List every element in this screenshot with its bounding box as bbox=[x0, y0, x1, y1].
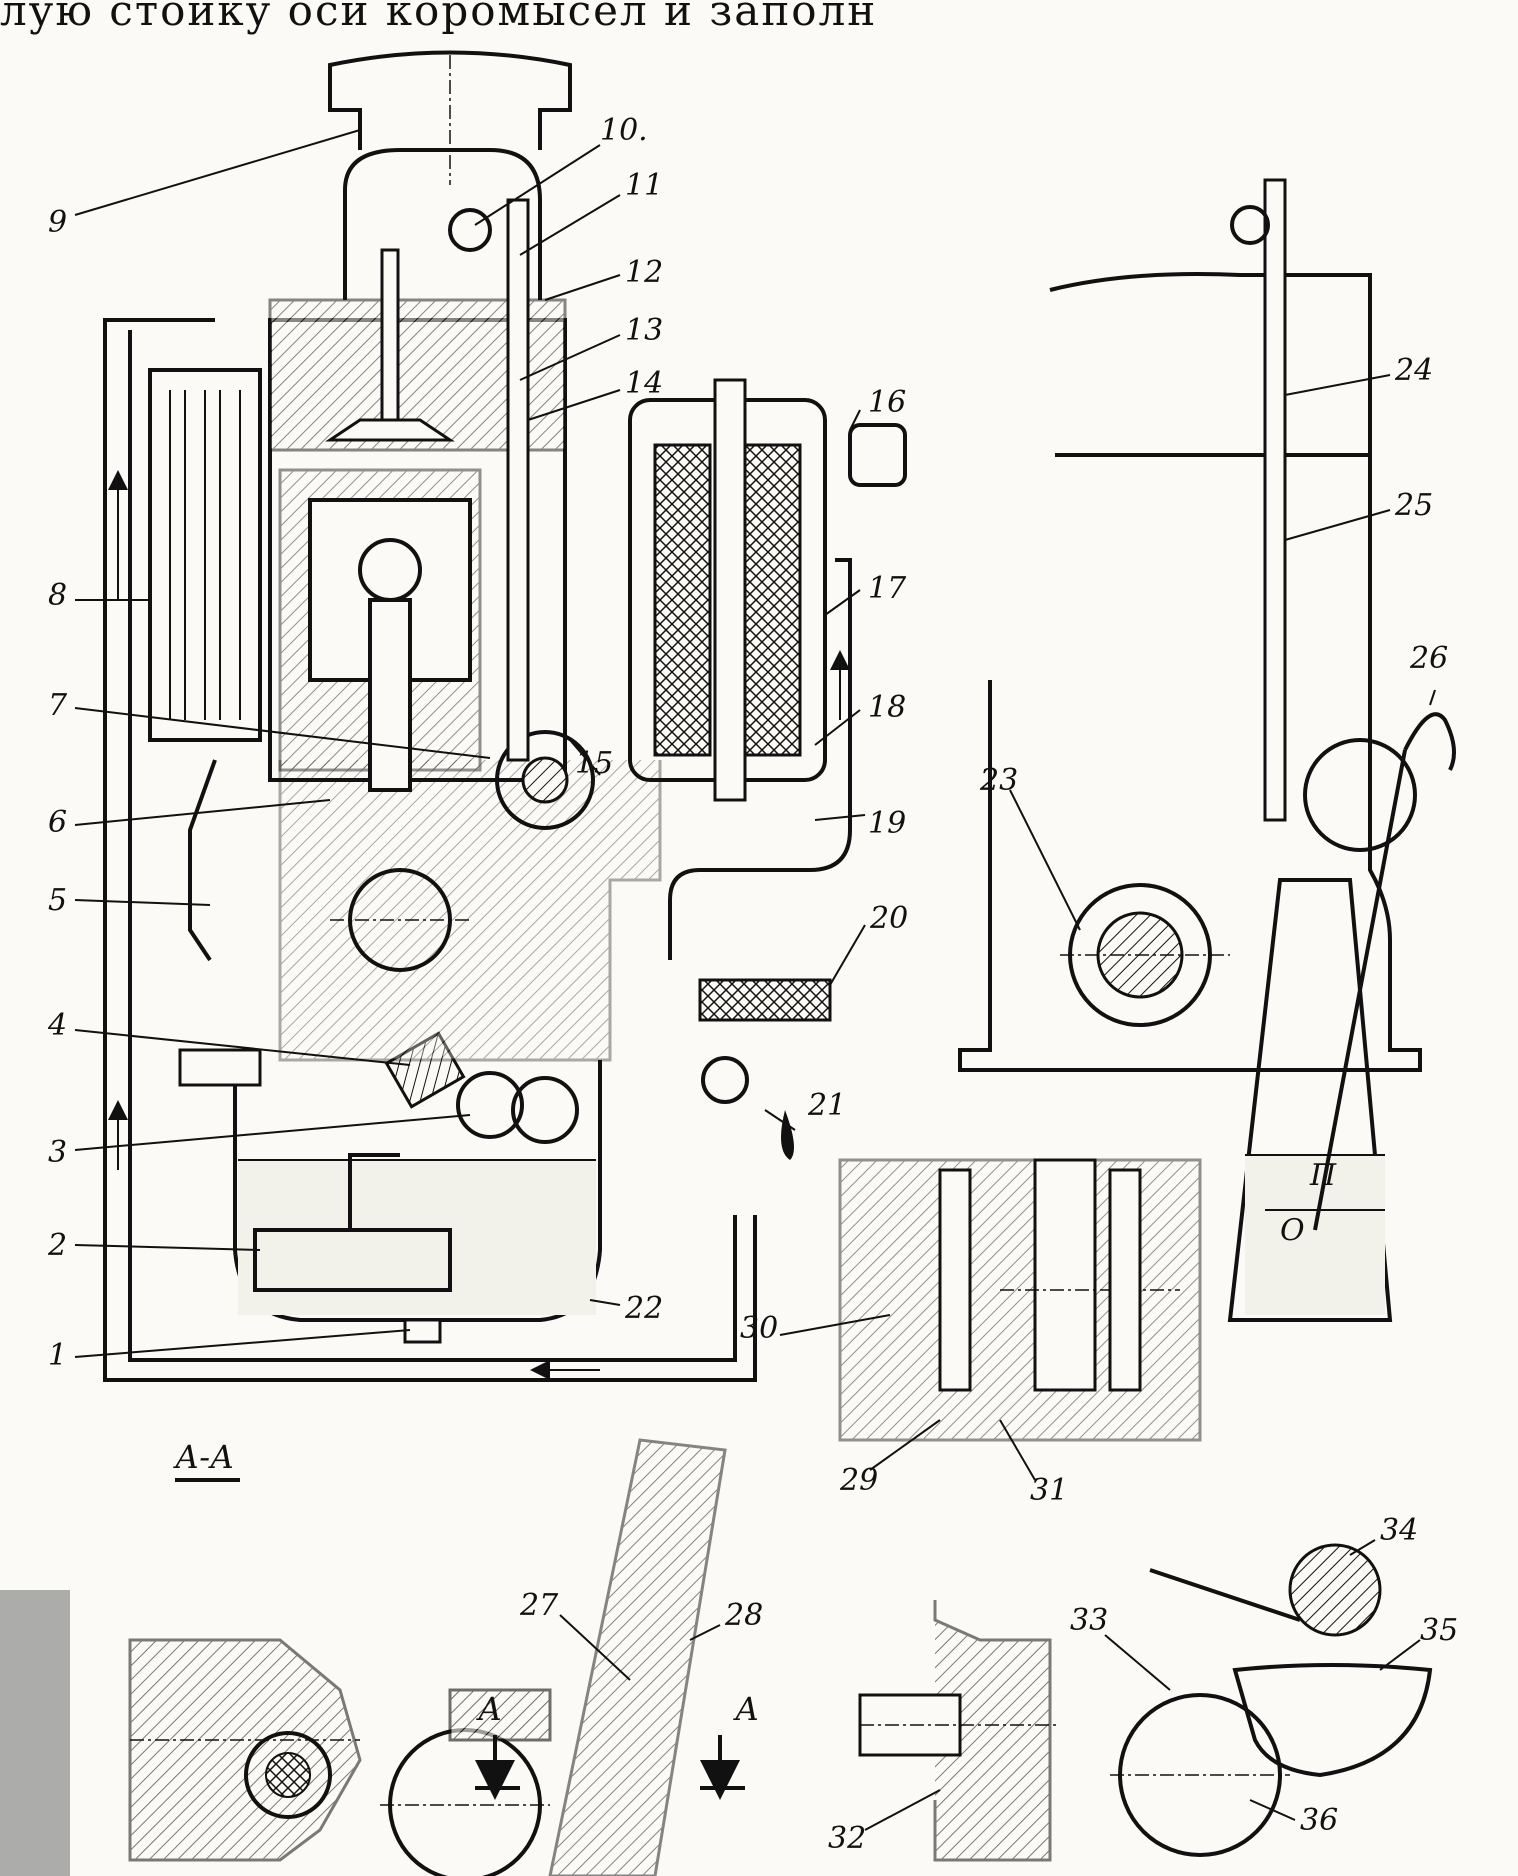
cooler-hose bbox=[188, 759, 217, 962]
oil-pressure-sensor bbox=[848, 423, 907, 487]
section-marker-a-left: А bbox=[476, 1690, 502, 1728]
section-title-a-a: А-А bbox=[173, 1438, 234, 1476]
label-25: 25 bbox=[1394, 488, 1433, 523]
connecting-rod bbox=[368, 598, 412, 792]
crankpin bbox=[1033, 1158, 1097, 1392]
label-32: 32 bbox=[828, 1821, 866, 1856]
valve bbox=[380, 248, 400, 442]
label-26: 26 bbox=[1409, 641, 1448, 676]
drain-cock bbox=[701, 1056, 749, 1104]
rod-section bbox=[548, 1438, 727, 1876]
connecting-rod-detail bbox=[838, 1158, 1202, 1442]
label-11: 11 bbox=[625, 168, 663, 203]
bearing-section bbox=[244, 1731, 332, 1819]
gear-detail-32 bbox=[858, 1600, 1060, 1862]
label-35: 35 bbox=[1420, 1613, 1458, 1648]
label-33: 33 bbox=[1070, 1603, 1108, 1638]
label-2: 2 bbox=[47, 1228, 67, 1263]
cooler-cock bbox=[178, 1048, 262, 1087]
header-text: лую стойку оси коромысел и заполн bbox=[0, 0, 878, 35]
label-18: 18 bbox=[868, 690, 906, 725]
label-5: 5 bbox=[48, 883, 67, 918]
drain-plug bbox=[403, 1318, 442, 1344]
oil-channel bbox=[1263, 178, 1287, 822]
filter-feed-line bbox=[668, 558, 852, 960]
relief-valve bbox=[698, 978, 832, 1022]
label-20: 20 bbox=[869, 901, 908, 936]
label-12: 12 bbox=[625, 255, 663, 290]
oil-filler-cap bbox=[328, 50, 572, 150]
dipstick bbox=[1313, 749, 1407, 1231]
leader-lines bbox=[74, 129, 1436, 1831]
pushrod bbox=[506, 198, 530, 762]
rocker-detail bbox=[380, 1438, 745, 1876]
label-31: 31 bbox=[1030, 1473, 1068, 1508]
rocker-shaft bbox=[448, 208, 492, 252]
label-23: 23 bbox=[979, 763, 1018, 798]
label-8: 8 bbox=[48, 578, 67, 613]
label-17: 17 bbox=[868, 571, 907, 606]
label-27: 27 bbox=[519, 1588, 559, 1623]
label-28: 28 bbox=[724, 1598, 763, 1633]
section-a-a bbox=[128, 1478, 362, 1862]
label-6: 6 bbox=[48, 805, 67, 840]
rocker-shaft-support bbox=[1230, 205, 1270, 245]
label-29: 29 bbox=[839, 1463, 878, 1498]
pump-gear-1 bbox=[456, 1071, 524, 1139]
label-14: 14 bbox=[625, 366, 663, 401]
dipstick-mark-lower: О bbox=[1280, 1213, 1305, 1248]
label-9: 9 bbox=[48, 205, 67, 240]
oil-strainer bbox=[253, 1228, 452, 1292]
label-30: 30 bbox=[740, 1311, 778, 1346]
filter-rotor-axis bbox=[713, 378, 747, 802]
part-labels: 9 10. 11 12 13 14 16 17 18 19 20 15 8 7 … bbox=[47, 113, 1458, 1856]
scan-shadow bbox=[0, 1590, 70, 1876]
section-marker-a-right: А bbox=[733, 1690, 759, 1728]
label-22: 22 bbox=[624, 1291, 663, 1326]
oil-cooler bbox=[148, 368, 262, 742]
main-engine-section bbox=[103, 50, 907, 1382]
label-15: 15 bbox=[575, 746, 613, 781]
label-4: 4 bbox=[47, 1008, 67, 1043]
label-36: 36 bbox=[1300, 1803, 1338, 1838]
shaft-34 bbox=[1288, 1543, 1382, 1637]
label-10: 10. bbox=[600, 113, 648, 148]
label-19: 19 bbox=[868, 806, 906, 841]
counterweight-35 bbox=[1232, 1663, 1433, 1778]
right-engine-section bbox=[958, 178, 1456, 1322]
label-24: 24 bbox=[1394, 353, 1433, 388]
label-21: 21 bbox=[807, 1088, 846, 1123]
dipstick-mark-upper: П bbox=[1309, 1158, 1337, 1193]
label-34: 34 bbox=[1380, 1513, 1418, 1548]
crank-cheek bbox=[388, 1728, 542, 1876]
rocker-cover bbox=[343, 148, 542, 300]
camshaft bbox=[495, 730, 595, 830]
label-7: 7 bbox=[48, 688, 68, 723]
camshaft-bearing bbox=[1303, 738, 1417, 852]
label-1: 1 bbox=[48, 1338, 67, 1373]
pump-gear-2 bbox=[511, 1076, 579, 1144]
gear-detail-33-36 bbox=[1110, 1543, 1433, 1857]
label-3: 3 bbox=[48, 1135, 67, 1170]
label-13: 13 bbox=[625, 313, 663, 348]
cooler-return-line bbox=[103, 318, 757, 1382]
label-16: 16 bbox=[868, 385, 906, 420]
